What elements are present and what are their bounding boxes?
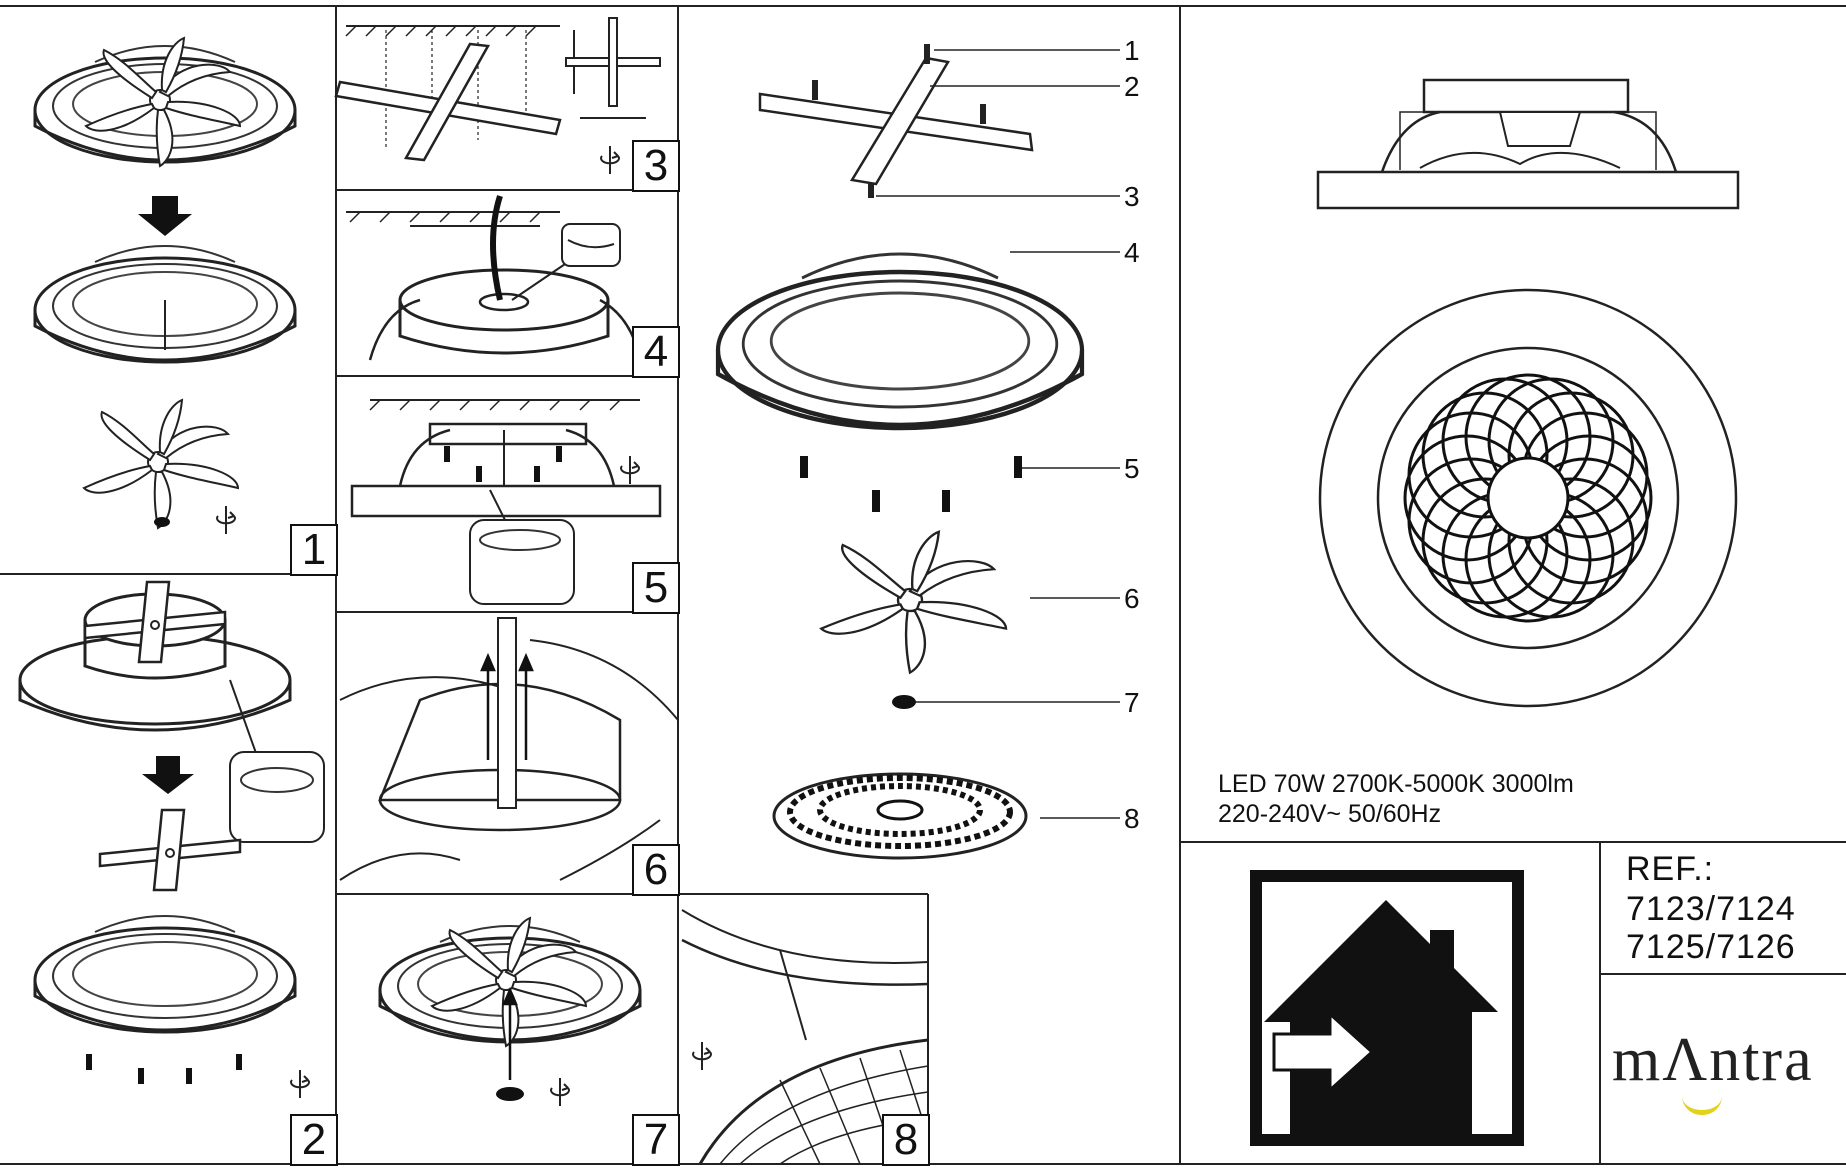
rotate-screw-icon <box>620 455 640 485</box>
rotate-screw-icon <box>600 145 620 175</box>
brand-swoosh-icon <box>1682 1096 1722 1115</box>
step-number-3: 3 <box>632 140 680 192</box>
step-8-diagram <box>681 909 929 1165</box>
spec-voltage-frequency: 220-240V~ 50/60Hz <box>1218 800 1442 828</box>
part-number-5: 5 <box>1124 453 1140 484</box>
step-1-diagram <box>33 37 297 535</box>
indoor-use-house-icon <box>1250 870 1524 1146</box>
step-number-6: 6 <box>632 844 680 896</box>
brand-letter-m: m <box>1612 1026 1663 1094</box>
brand-logo: mΛntra <box>1612 1026 1814 1115</box>
parts-exploded-view <box>718 44 1120 860</box>
step-number-1: 1 <box>290 524 338 576</box>
step-number-5: 5 <box>632 562 680 614</box>
part-number-4: 4 <box>1124 237 1140 268</box>
product-top-view <box>1318 288 1738 708</box>
step-5-diagram <box>350 399 662 605</box>
step-number-8: 8 <box>882 1114 930 1166</box>
part-number-7: 7 <box>1124 687 1140 718</box>
step-number-4: 4 <box>632 326 680 378</box>
step-2-diagram <box>18 580 325 1099</box>
step-number-2: 2 <box>290 1114 338 1166</box>
spec-power-color-lumen: LED 70W 2700K-5000K 3000lm <box>1218 770 1574 798</box>
brand-letters-ntra: ntra <box>1709 1026 1814 1094</box>
rotate-screw-icon <box>290 1069 310 1099</box>
brand-lambda-mark: Λ <box>1662 1026 1710 1094</box>
rotate-screw-icon <box>692 1041 712 1071</box>
part-number-2: 2 <box>1124 71 1140 102</box>
reference-codes-2: 7125/7126 <box>1626 928 1796 966</box>
step-6-diagram <box>339 617 679 881</box>
rotate-screw-icon <box>216 505 236 535</box>
part-number-8: 8 <box>1124 803 1140 834</box>
rotate-screw-icon <box>550 1077 570 1107</box>
part-number-3: 3 <box>1124 181 1140 212</box>
part-number-6: 6 <box>1124 583 1140 614</box>
step-3-diagram <box>334 17 661 175</box>
down-arrow-icon <box>142 756 194 794</box>
step-number-7: 7 <box>632 1114 680 1166</box>
step-7-diagram <box>378 917 642 1107</box>
part-number-1: 1 <box>1124 35 1140 66</box>
reference-label: REF.: <box>1626 850 1715 888</box>
reference-codes-1: 7123/7124 <box>1626 890 1796 928</box>
product-side-view <box>1316 78 1740 210</box>
down-arrow-icon <box>138 196 192 236</box>
step-4-diagram <box>346 195 642 361</box>
